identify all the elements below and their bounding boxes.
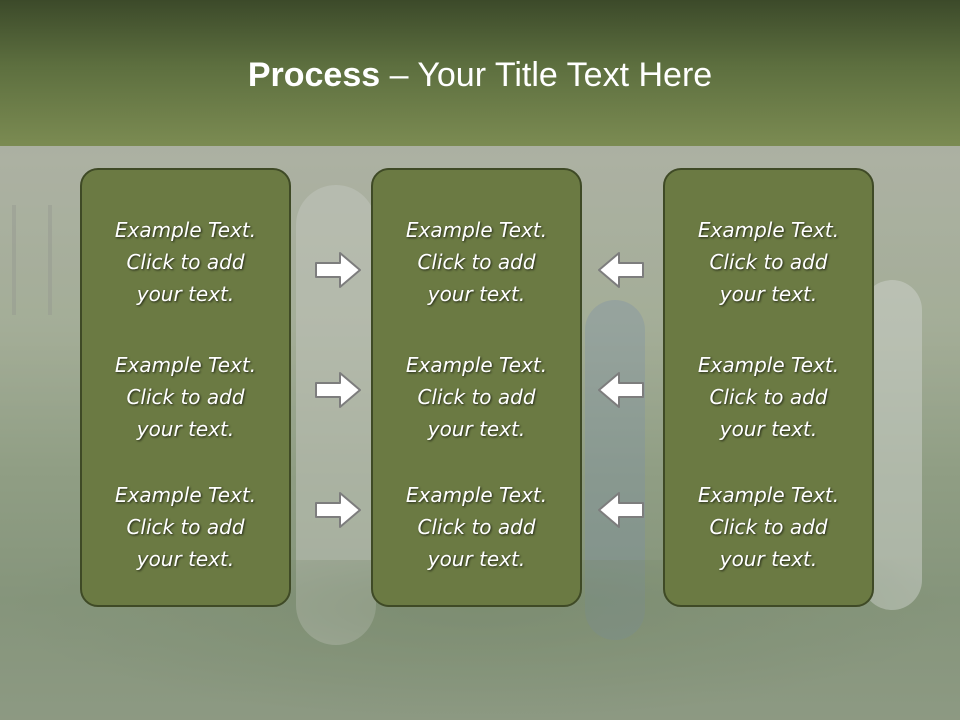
text-line: Example Text.	[697, 483, 840, 507]
arrow-right-icon[interactable]	[314, 250, 362, 290]
fence-post	[12, 205, 16, 315]
text-line: your text.	[136, 282, 235, 306]
text-placeholder[interactable]: Example Text. Click to add your text.	[82, 349, 289, 445]
text-line: Click to add	[126, 515, 245, 539]
fence-post	[48, 205, 52, 315]
text-line: Click to add	[417, 515, 536, 539]
process-panel-left[interactable]: Example Text. Click to add your text. Ex…	[80, 168, 291, 607]
process-panel-center[interactable]: Example Text. Click to add your text. Ex…	[371, 168, 582, 607]
text-line: Example Text.	[697, 353, 840, 377]
title-bold: Process	[247, 56, 381, 94]
text-line: Example Text.	[405, 218, 548, 242]
text-placeholder[interactable]: Example Text. Click to add your text.	[373, 349, 580, 445]
text-line: Click to add	[126, 385, 245, 409]
text-placeholder[interactable]: Example Text. Click to add your text.	[665, 214, 872, 310]
text-line: Example Text.	[697, 218, 840, 242]
text-placeholder[interactable]: Example Text. Click to add your text.	[373, 479, 580, 575]
text-line: your text.	[427, 547, 526, 571]
slide-title[interactable]: Process – Your Title Text Here	[0, 56, 960, 95]
text-placeholder[interactable]: Example Text. Click to add your text.	[665, 349, 872, 445]
text-line: Example Text.	[114, 218, 257, 242]
text-line: Example Text.	[405, 353, 548, 377]
text-line: Click to add	[417, 385, 536, 409]
arrow-left-icon[interactable]	[597, 370, 645, 410]
arrow-left-icon[interactable]	[597, 250, 645, 290]
text-line: Example Text.	[114, 483, 257, 507]
process-panel-right[interactable]: Example Text. Click to add your text. Ex…	[663, 168, 874, 607]
arrow-right-icon[interactable]	[314, 370, 362, 410]
text-line: Example Text.	[405, 483, 548, 507]
text-line: your text.	[136, 417, 235, 441]
text-line: Click to add	[417, 250, 536, 274]
text-line: your text.	[136, 547, 235, 571]
text-line: Click to add	[126, 250, 245, 274]
title-band	[0, 0, 960, 146]
text-line: your text.	[719, 547, 818, 571]
arrow-right-icon[interactable]	[314, 490, 362, 530]
text-line: your text.	[719, 417, 818, 441]
arrow-left-icon[interactable]	[597, 490, 645, 530]
text-line: your text.	[719, 282, 818, 306]
text-placeholder[interactable]: Example Text. Click to add your text.	[665, 479, 872, 575]
text-line: Example Text.	[114, 353, 257, 377]
title-rest: – Your Title Text Here	[380, 56, 713, 94]
text-line: Click to add	[709, 515, 828, 539]
text-placeholder[interactable]: Example Text. Click to add your text.	[373, 214, 580, 310]
text-line: your text.	[427, 417, 526, 441]
text-line: Click to add	[709, 385, 828, 409]
text-placeholder[interactable]: Example Text. Click to add your text.	[82, 214, 289, 310]
text-line: your text.	[427, 282, 526, 306]
text-placeholder[interactable]: Example Text. Click to add your text.	[82, 479, 289, 575]
text-line: Click to add	[709, 250, 828, 274]
